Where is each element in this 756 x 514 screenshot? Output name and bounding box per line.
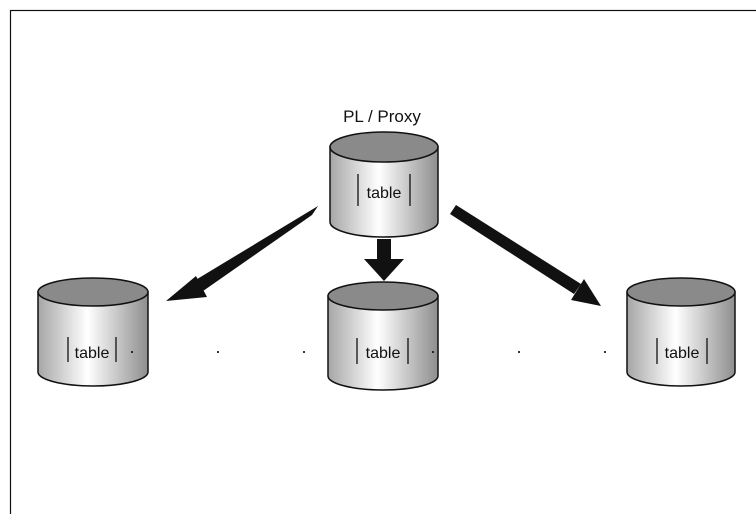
arrow-right <box>450 205 601 306</box>
left-database: table <box>37 277 149 387</box>
table-box <box>356 338 409 364</box>
proxy-database: table <box>329 131 439 238</box>
ellipsis-right: . . . <box>430 337 645 357</box>
table-label: table <box>665 345 700 362</box>
table-box <box>656 338 708 364</box>
table-label: table <box>75 345 110 362</box>
outer-border <box>9 9 756 514</box>
center-database: table <box>327 281 439 391</box>
table-box <box>357 174 411 206</box>
right-database: table <box>626 277 736 387</box>
ellipsis-left: . . . <box>129 337 344 357</box>
arrow-left <box>166 206 318 301</box>
table-box <box>67 337 117 362</box>
table-label: table <box>367 185 402 202</box>
arrow-down <box>364 239 404 281</box>
proxy-label: PL / Proxy <box>343 107 421 126</box>
table-label: table <box>366 345 401 362</box>
